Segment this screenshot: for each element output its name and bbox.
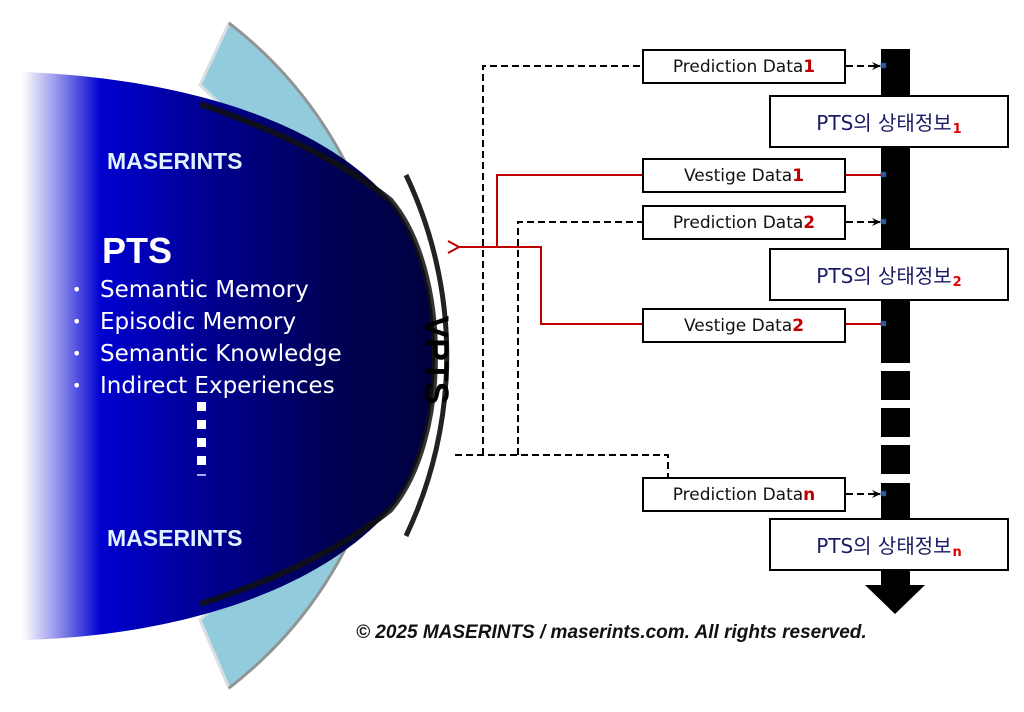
box-index: n bbox=[803, 484, 816, 505]
vpts-label: VPTS bbox=[417, 316, 455, 405]
connector-prediction-2 bbox=[517, 221, 642, 455]
box-index: 2 bbox=[803, 212, 816, 233]
state-index: 1 bbox=[952, 122, 962, 137]
bullet-item: Semantic Knowledge bbox=[70, 338, 342, 370]
vpts-ring-dark-edge bbox=[403, 173, 450, 538]
state-label: PTS의 상태정보 bbox=[816, 264, 952, 288]
pts-bullet-list: Semantic Memory Episodic Memory Semantic… bbox=[70, 274, 342, 402]
connector-vestige-1 bbox=[496, 174, 642, 247]
vestige-connectors bbox=[458, 174, 881, 325]
pts-dome-edge bbox=[199, 101, 438, 607]
connector-prediction-n bbox=[455, 454, 669, 477]
port bbox=[880, 218, 887, 225]
bullet-item: Semantic Memory bbox=[70, 274, 342, 306]
box-index: 1 bbox=[803, 56, 816, 77]
copyright-notice: © 2025 MASERINTS / maserints.com. All ri… bbox=[356, 622, 867, 643]
box-index: 2 bbox=[792, 315, 805, 336]
box-label: Prediction Data bbox=[672, 212, 804, 233]
ellipsis-square bbox=[197, 474, 206, 476]
timeline-segment bbox=[881, 445, 910, 474]
timeline-arrow-head bbox=[865, 585, 925, 614]
timeline-segment bbox=[881, 408, 910, 437]
ellipsis-square bbox=[197, 402, 206, 411]
box-label: Vestige Data bbox=[683, 165, 793, 186]
box-label: Prediction Data bbox=[672, 484, 804, 505]
timeline-ports bbox=[880, 62, 887, 497]
port bbox=[880, 171, 887, 178]
brand-top: MASERINTS bbox=[107, 148, 243, 174]
box-label: Prediction Data bbox=[672, 56, 804, 77]
state-index: n bbox=[952, 545, 962, 560]
ellipsis-square bbox=[197, 456, 206, 465]
prediction-connectors bbox=[455, 62, 881, 498]
port bbox=[880, 490, 887, 497]
state-index: 2 bbox=[952, 275, 962, 290]
state-label: PTS의 상태정보 bbox=[816, 534, 952, 558]
brand-bottom: MASERINTS bbox=[107, 525, 243, 551]
state-label: PTS의 상태정보 bbox=[816, 111, 952, 135]
ellipsis-square bbox=[197, 420, 206, 429]
ellipsis-squares bbox=[197, 402, 206, 476]
connector-prediction-1 bbox=[482, 65, 642, 455]
bullet-item: Indirect Experiences bbox=[70, 370, 342, 402]
timeline-segment bbox=[881, 371, 910, 400]
box-label: Vestige Data bbox=[683, 315, 793, 336]
port bbox=[880, 62, 887, 69]
port bbox=[880, 320, 887, 327]
bullet-item: Episodic Memory bbox=[70, 306, 342, 338]
connector-vestige-2 bbox=[458, 247, 642, 325]
ellipsis-square bbox=[197, 438, 206, 447]
box-index: 1 bbox=[792, 165, 805, 186]
pts-title: PTS bbox=[102, 230, 173, 271]
